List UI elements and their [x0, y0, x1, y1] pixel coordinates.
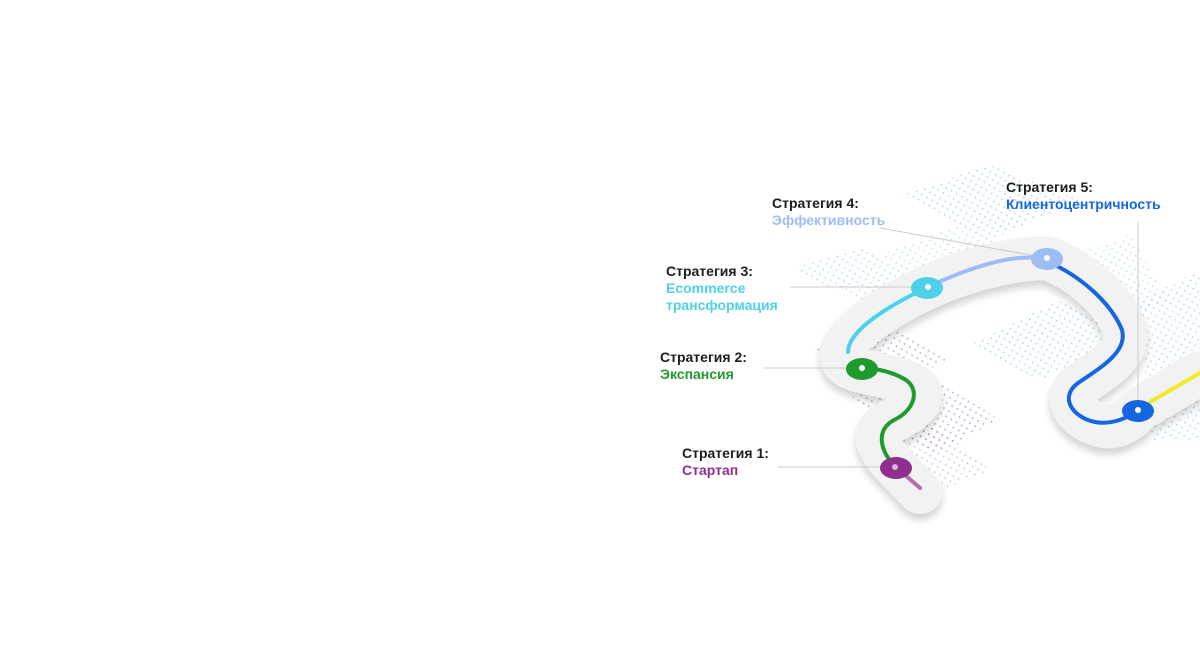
strategy-3-title: Стратегия 3: [666, 263, 753, 279]
milestone-nodes [846, 248, 1154, 479]
route-lines [846, 255, 1200, 490]
strategy-2-name: Экспансия [660, 366, 734, 382]
route-expansion [860, 366, 916, 469]
strategy-3-label: Стратегия 3: Ecommerce трансформация [666, 263, 778, 314]
strategy-4-title: Стратегия 4: [772, 195, 859, 211]
milestone-node-3 [911, 277, 943, 299]
strategy-4-label: Стратегия 4: Эффективность [772, 195, 885, 229]
strategy-1-title: Стратегия 1: [682, 445, 769, 461]
milestone-node-4 [1031, 248, 1063, 270]
strategy-4-name: Эффективность [772, 212, 886, 228]
milestone-node-2 [846, 358, 878, 380]
milestone-node-1 [880, 457, 912, 479]
strategy-5-label: Стратегия 5: Клиентоцентричность [1006, 179, 1161, 213]
route-client [1053, 263, 1140, 425]
strategy-3-name-line-1: Ecommerce [666, 280, 746, 296]
strategy-2-label: Стратегия 2: Экспансия [660, 349, 747, 383]
strategy-1-name: Стартап [682, 462, 739, 478]
strategy-1-label: Стратегия 1: Стартап [682, 445, 769, 479]
strategy-2-title: Стратегия 2: [660, 349, 747, 365]
leader-lines [763, 222, 1139, 468]
route-next [1148, 371, 1200, 404]
leader-line-4 [879, 227, 1048, 259]
milestone-node-5 [1122, 400, 1154, 422]
strategy-3-name-line-2: трансформация [666, 297, 778, 313]
strategy-5-title: Стратегия 5: [1006, 179, 1093, 195]
strategy-5-name: Клиентоцентричность [1006, 196, 1161, 212]
